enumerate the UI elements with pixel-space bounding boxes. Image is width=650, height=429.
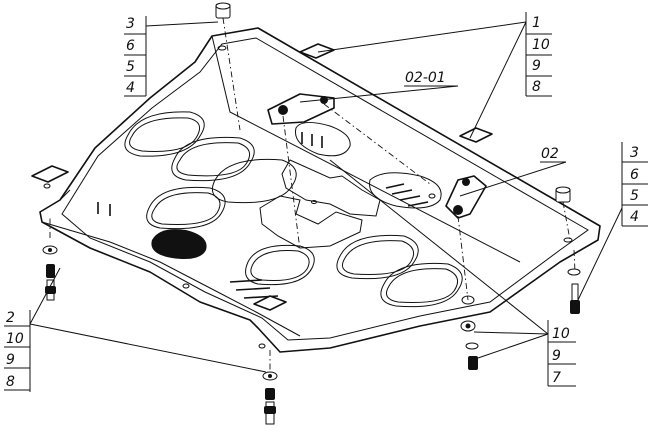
callout-item: 9	[552, 348, 561, 364]
callout-item: 4	[126, 80, 135, 96]
callout-item: 10	[552, 326, 570, 342]
callout-top-right: 1 10 9 8	[525, 12, 552, 97]
callout-item: 6	[126, 38, 135, 54]
callout-item: 10	[532, 37, 550, 53]
callout-top-left: 3 6 5 4	[124, 16, 147, 97]
callout-item: 6	[630, 167, 639, 183]
callout-item: 2	[6, 310, 15, 326]
callout-right: 3 6 5 4	[621, 142, 648, 227]
callout-item: 9	[532, 58, 541, 74]
bracket-02	[445, 175, 487, 219]
callout-item: 8	[6, 374, 15, 390]
callout-item: 3	[126, 16, 135, 32]
callout-item: 9	[6, 352, 15, 368]
fasteners	[42, 2, 581, 425]
callout-item: 5	[630, 188, 639, 204]
callout-item: 1	[532, 15, 541, 31]
label-02-01: 02-01	[405, 70, 446, 86]
label-02: 02	[541, 146, 559, 162]
skid-plate	[39, 27, 601, 353]
assembly-axes	[49, 17, 576, 372]
callout-item: 5	[126, 59, 135, 75]
callout-item: 8	[532, 79, 541, 95]
callout-item: 7	[552, 370, 561, 386]
callout-bottom-right: 10 9 7	[547, 320, 576, 387]
spacer-plates	[31, 43, 493, 311]
callout-item: 10	[6, 331, 24, 347]
bracket-02-01	[267, 93, 335, 125]
bracket-labels: 02-01 02	[404, 70, 566, 163]
callout-item: 3	[630, 145, 639, 161]
callout-item: 4	[630, 209, 639, 225]
callout-bottom-left: 2 10 9 8	[4, 310, 31, 392]
leader-lines	[29, 21, 623, 373]
